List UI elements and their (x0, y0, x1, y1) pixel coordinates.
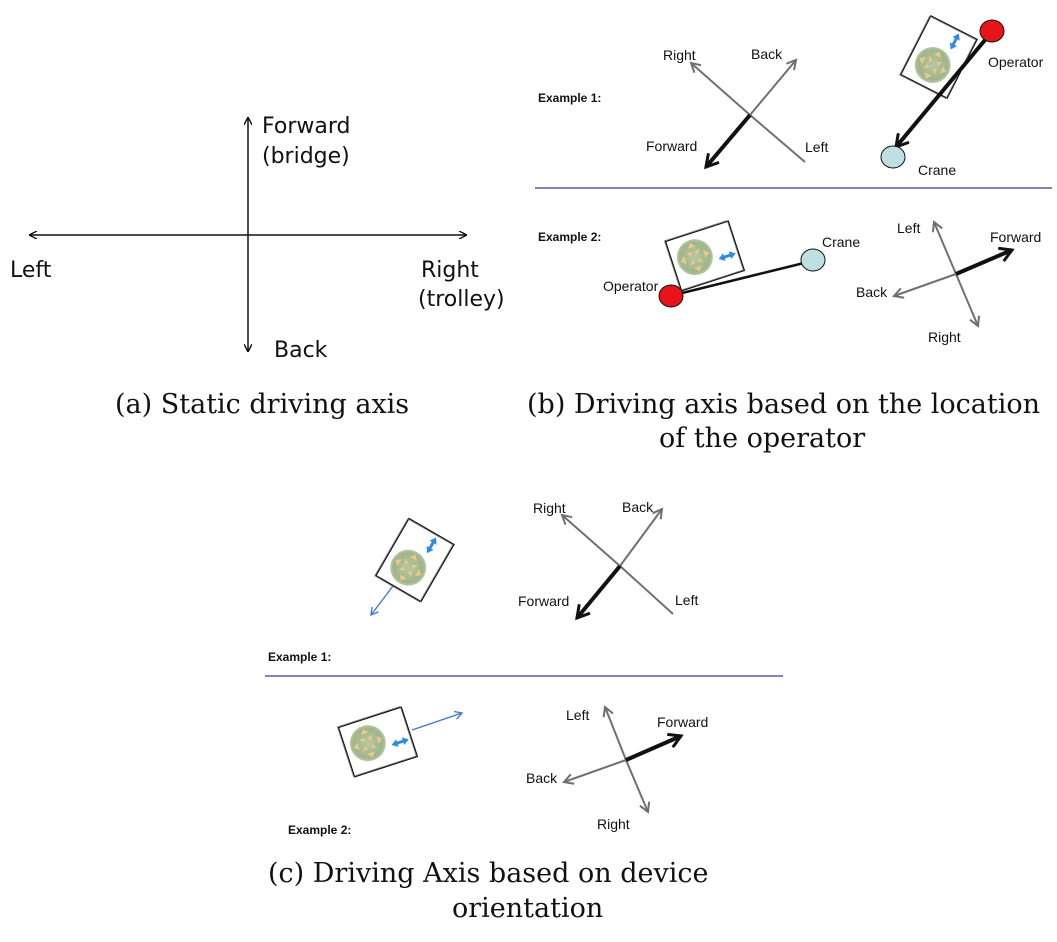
b1-left-label: Left (805, 139, 828, 155)
b1-forward-label: Forward (646, 138, 697, 154)
b1-axis-forward (706, 113, 752, 167)
caption-a: (a) Static driving axis (115, 389, 409, 420)
back-label: Back (274, 338, 328, 363)
caption-c-line1: (c) Driving Axis based on device (268, 858, 708, 889)
b2-back-label: Back (856, 284, 888, 300)
c2-right-label: Right (597, 816, 630, 832)
b2-axis-left (934, 222, 957, 275)
b2-operator-label: Operator (603, 278, 659, 294)
caption-c-line2: orientation (452, 893, 603, 924)
left-label: Left (10, 258, 52, 283)
c2-forward-label: Forward (657, 714, 708, 730)
b1-operator-dot (979, 19, 1005, 43)
c1-back-label: Back (622, 499, 654, 515)
b1-axis-left (749, 114, 806, 163)
c1-forward-label: Forward (518, 593, 569, 609)
c1-right-label: Right (533, 500, 566, 516)
panel-b-operator-axis: Example 1: Right Back Forward Left Opera… (527, 14, 1052, 454)
c2-axis-back (564, 759, 627, 782)
c1-left-label: Left (675, 592, 698, 608)
caption-b-line2: of the operator (659, 423, 865, 454)
c1-axis-back (619, 509, 662, 567)
panel-c-orientation-axis: Right Back Forward Left Example 1: Left … (265, 499, 783, 924)
b1-crane-label: Crane (918, 162, 956, 178)
c2-axis-left (605, 707, 627, 761)
b1-tablet-icon (898, 14, 978, 100)
c2-axis-forward (625, 736, 681, 762)
b2-crane-label: Crane (822, 234, 860, 250)
c1-axis-left (619, 565, 674, 615)
b-example1-title: Example 1: (538, 91, 601, 105)
b1-operator-label: Operator (988, 54, 1044, 70)
b2-axis-back (894, 273, 957, 296)
b1-right-label: Right (663, 47, 696, 63)
b1-operator-crane-line (896, 32, 992, 147)
c-example1-title: Example 1: (268, 650, 331, 664)
right-label: Right (421, 258, 479, 283)
c2-left-label: Left (566, 707, 589, 723)
c2-pointer-line (411, 710, 464, 731)
c2-tablet-icon (336, 705, 419, 778)
c-example2-title: Example 2: (288, 823, 351, 837)
c2-back-label: Back (526, 770, 558, 786)
b2-axis-right (955, 273, 978, 326)
b2-operator-crane-line (669, 261, 805, 298)
b-example2-title: Example 2: (538, 230, 601, 244)
panel-a-static-axis: Forward (bridge) Left Right (trolley) Ba… (10, 114, 505, 420)
c1-axis-right (562, 515, 621, 567)
b1-back-label: Back (751, 46, 783, 62)
forward-label: Forward (262, 114, 350, 139)
b2-axis-forward (955, 250, 1012, 276)
right-sub-label: (trolley) (418, 287, 505, 312)
c1-tablet-icon (374, 517, 455, 604)
b2-forward-label: Forward (990, 229, 1041, 245)
b2-right-label: Right (928, 329, 961, 345)
b1-axis-back (749, 60, 796, 116)
b2-left-label: Left (897, 220, 920, 236)
c2-axis-right (625, 759, 648, 812)
forward-sub-label: (bridge) (262, 144, 350, 169)
c1-pointer-line (370, 585, 394, 617)
b2-crane-dot (800, 248, 826, 272)
c1-axis-forward (577, 564, 622, 618)
b1-crane-dot (880, 145, 906, 169)
caption-b-line1: (b) Driving axis based on the location (527, 389, 1040, 420)
b2-operator-dot (658, 284, 684, 308)
b1-axis-right (691, 63, 751, 116)
